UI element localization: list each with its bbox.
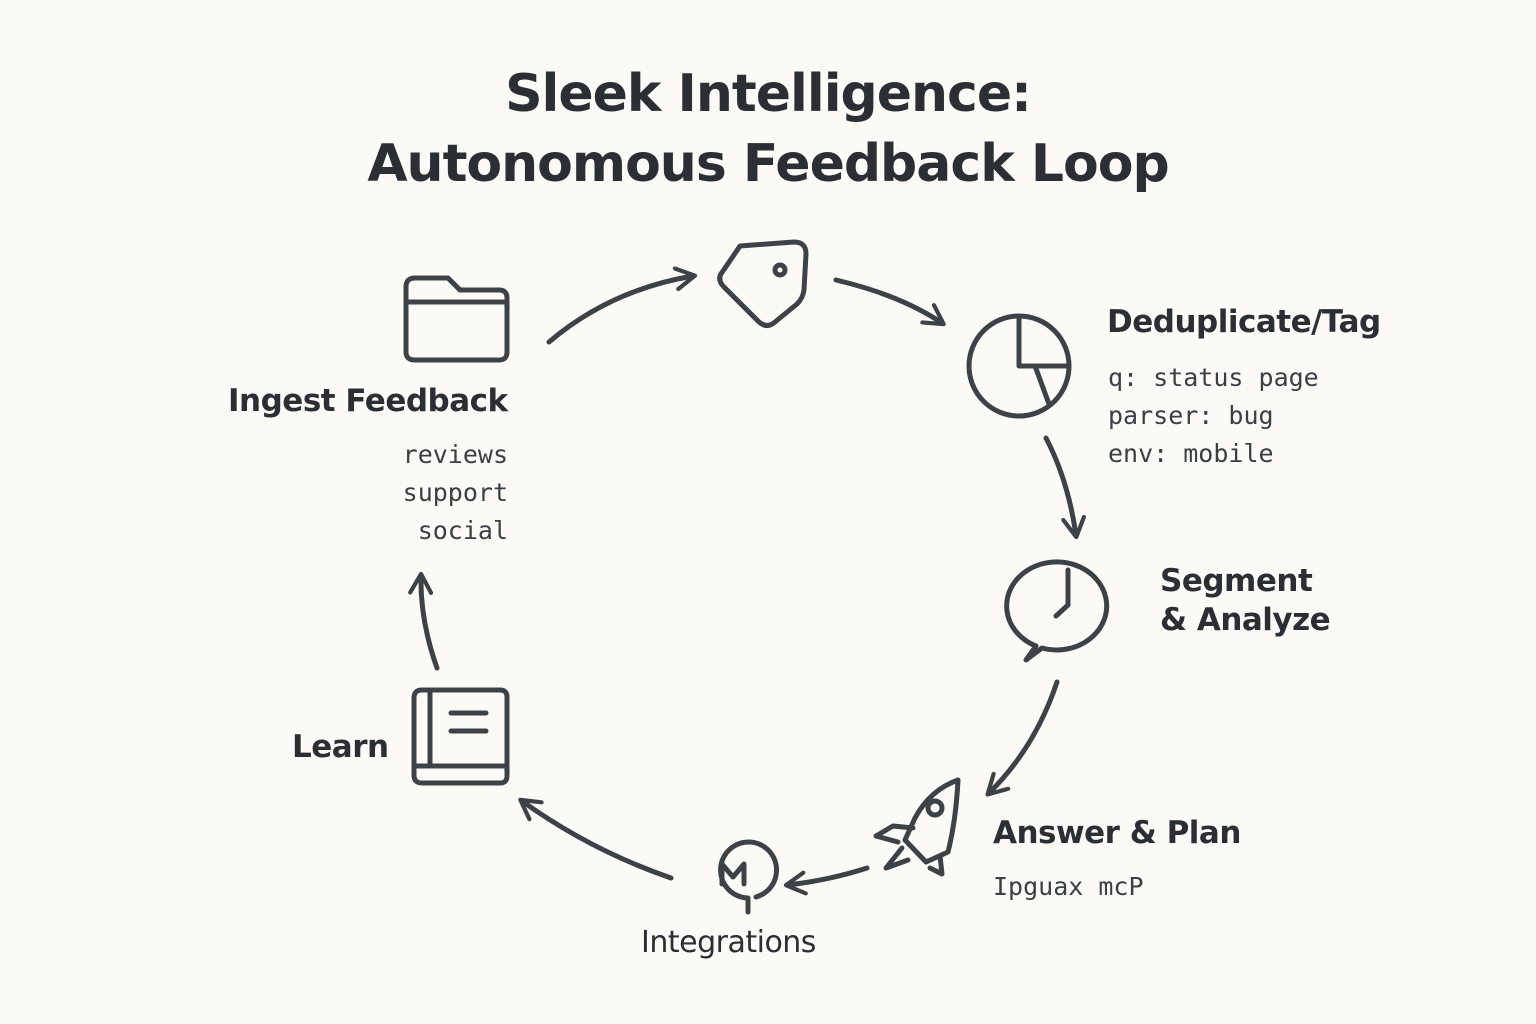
step-dedupe-label: Deduplicate/Tag [1107,304,1381,340]
step-answer-details: Ipguax mcP [993,868,1144,906]
step-segment-label: Segment& Analyze [1160,562,1331,640]
detail-line: env: mobile [1108,439,1274,468]
diagram-title-line-1: Sleek Intelligence: [505,64,1032,124]
detail-line: q: status page [1108,363,1319,392]
step-ingest-label: Ingest Feedback [228,383,508,419]
arrow-learn-to-ingest [408,571,440,671]
label-line: Segment [1160,563,1313,599]
loop-arrows [408,266,1086,896]
chat-clock-icon [1004,559,1110,663]
rocket-icon [873,777,961,877]
step-ingest-details: reviews support social [360,436,508,550]
book-icon [411,687,510,786]
arrow-integrations-to-learn [518,797,674,881]
mcp-pin-icon [718,839,779,915]
arrow-dedupe-to-segment [1043,435,1086,540]
step-learn-label: Learn [292,729,389,765]
detail-line: social [417,516,508,545]
arrow-ingest-to-tag [546,266,698,345]
arrow-tag-to-dedupe [833,277,946,327]
detail-line: parser: bug [1108,401,1274,430]
arrow-segment-to-answer [985,679,1060,797]
diagram-title-line-2: Autonomous Feedback Loop [367,134,1169,194]
arrow-answer-to-integrations [783,865,870,896]
step-answer-label: Answer & Plan [993,815,1241,851]
pie-chart-icon [966,313,1072,419]
detail-line: support [402,478,508,507]
detail-line: reviews [402,440,508,469]
tag-icon [717,239,809,328]
folder-icon [403,275,510,363]
step-dedupe-details: q: status page parser: bug env: mobile [1108,359,1319,473]
label-line: & Analyze [1160,601,1331,638]
detail-line: Ipguax mcP [993,872,1144,901]
step-integrations-label: Integrations [641,925,816,960]
